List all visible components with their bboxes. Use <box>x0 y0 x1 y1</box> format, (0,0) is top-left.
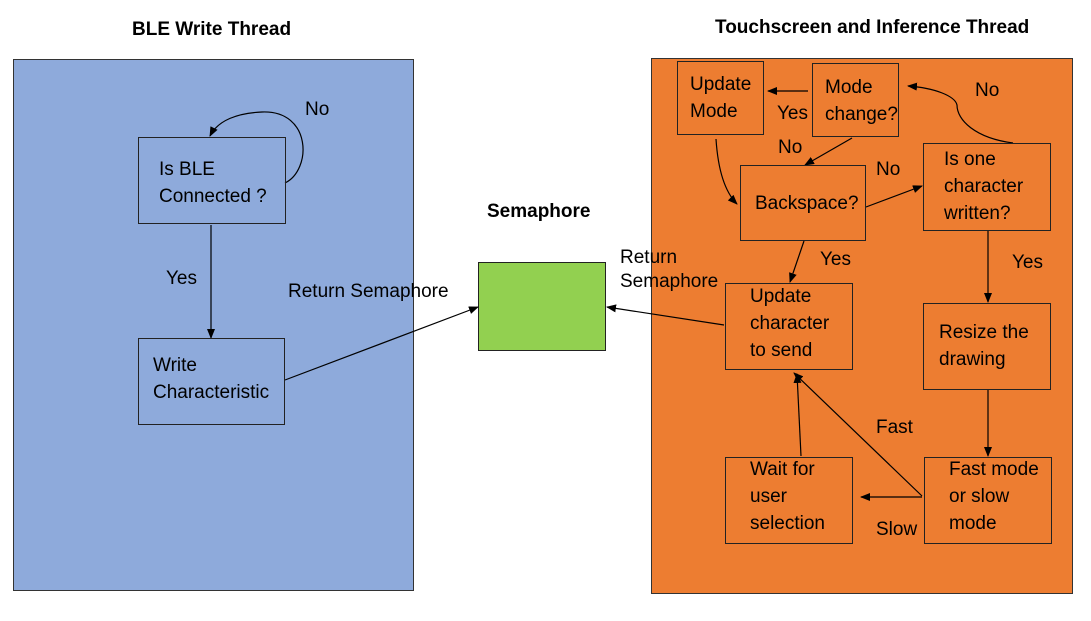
fast-or-slow-label: Fast mode or slow mode <box>949 459 1039 534</box>
edge-ble-no-loop <box>209 111 304 184</box>
wait-user-selection-node <box>725 457 853 544</box>
edge-backspace-yes <box>789 240 805 283</box>
is-one-character-written-node <box>923 143 1051 231</box>
edge-fast <box>793 372 923 497</box>
edge-wait-to-update <box>793 373 802 457</box>
resize-drawing-node <box>923 303 1051 390</box>
write-characteristic-label: Write Characteristic <box>153 355 270 403</box>
mode-yes-label: Yes <box>777 103 808 124</box>
mode-change-label: Mode change? <box>825 77 898 125</box>
backspace-node <box>740 165 866 241</box>
is-one-character-written-label: Is one character written? <box>944 149 1024 224</box>
write-characteristic-node <box>138 338 285 425</box>
inference-thread-panel <box>651 58 1073 594</box>
is-ble-connected-node <box>138 137 286 224</box>
update-character-node <box>725 283 853 370</box>
edge-written-no <box>907 82 1014 144</box>
update-character-label: Update character to send <box>750 286 830 361</box>
fast-or-slow-node <box>924 457 1052 544</box>
backspace-yes-label: Yes <box>820 249 851 270</box>
edge-write-to-semaphore <box>284 306 479 381</box>
ble-thread-title: BLE Write Thread <box>132 19 292 40</box>
slow-label: Slow <box>876 519 918 540</box>
edge-update-to-semaphore <box>606 304 725 326</box>
fast-label: Fast <box>876 417 913 438</box>
edge-backspace-no <box>865 185 923 208</box>
return-semaphore-left-label: Return Semaphore <box>288 281 449 302</box>
written-no-label: No <box>975 80 1000 101</box>
mode-change-node <box>812 63 899 137</box>
resize-drawing-label: Resize the drawing <box>939 322 1029 370</box>
wait-user-selection-label: Wait for user selection <box>750 459 825 534</box>
inference-thread-title: Touchscreen and Inference Thread <box>715 17 1030 38</box>
edge-update-mode-to-backspace <box>715 138 738 205</box>
backspace-label: Backspace? <box>755 193 859 214</box>
semaphore-box <box>478 262 606 351</box>
semaphore-title: Semaphore <box>487 201 591 222</box>
is-ble-connected-label: Is BLE Connected ? <box>159 159 267 207</box>
update-mode-node <box>677 61 764 135</box>
return-semaphore-right-label: Return Semaphore <box>620 247 719 292</box>
mode-no-label: No <box>778 137 803 158</box>
edge-mode-no <box>804 137 853 166</box>
ble-no-label: No <box>305 99 330 120</box>
written-yes-label: Yes <box>1012 252 1043 273</box>
backspace-no-label: No <box>876 159 901 180</box>
ble-thread-panel <box>13 59 414 591</box>
update-mode-label: Update Mode <box>690 74 752 122</box>
ble-yes-label: Yes <box>166 268 197 289</box>
